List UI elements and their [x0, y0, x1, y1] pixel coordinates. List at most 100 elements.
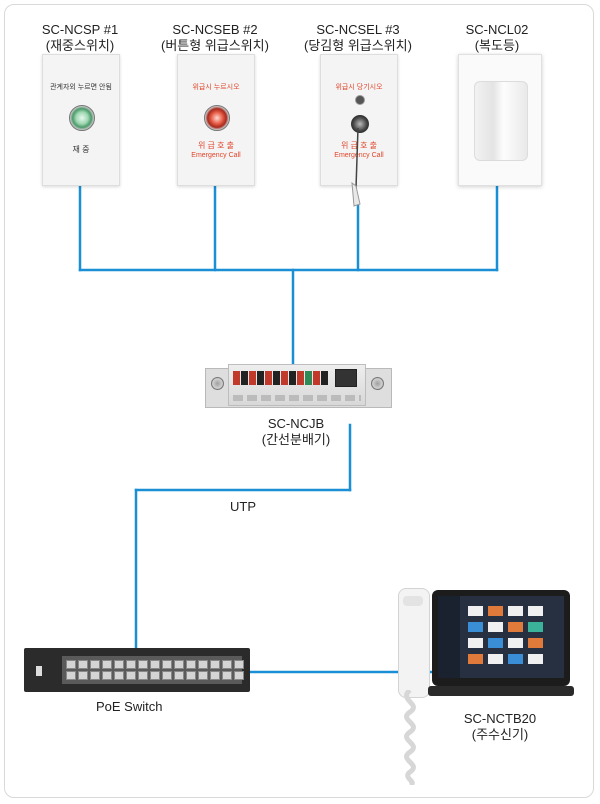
ncsp-plate-label: 재 중: [72, 145, 90, 154]
ethernet-port: [234, 660, 244, 669]
ncjb-terminal-black: [257, 371, 264, 385]
ncsel-model: SC-NCSEL #3: [316, 22, 400, 37]
nctb20-screen: [438, 596, 564, 678]
ncjb-name: (간선분배기): [261, 432, 331, 447]
ncsp-caption: SC-NCSP #1 (재중스위치): [30, 22, 130, 54]
diagram-frame: [4, 4, 594, 798]
ncseb-plate: 위급시 누르시오 위 급 호 출 Emergency Call: [177, 54, 255, 186]
ethernet-port: [186, 671, 196, 680]
ethernet-port: [78, 660, 88, 669]
ethernet-port: [186, 660, 196, 669]
nctb20-tile: [468, 622, 483, 632]
poe-switch: [24, 648, 250, 692]
nctb20-tile: [508, 606, 523, 616]
ncjb-screw-right: [371, 377, 384, 390]
nctb20-tile: [528, 638, 543, 648]
nctb20-tile: [528, 606, 543, 616]
nctb20-tile: [488, 638, 503, 648]
ethernet-port: [114, 671, 124, 680]
ncjb-terminal-red: [233, 371, 240, 385]
ncsel-pull-knob: [351, 115, 369, 133]
ethernet-port: [222, 671, 232, 680]
ncsp-plate-warning: 관계자외 누르면 안됨: [50, 84, 112, 91]
ethernet-port: [78, 671, 88, 680]
ncjb-terminal-red: [313, 371, 320, 385]
ncseb-plate-call: 위 급 호 출: [197, 141, 235, 150]
nctb20-tile: [528, 654, 543, 664]
ncsel-caption: SC-NCSEL #3 (당김형 위급스위치): [293, 22, 423, 54]
ethernet-port: [138, 660, 148, 669]
nctb20-name: (주수신기): [471, 727, 529, 742]
nctb20-handset: [398, 588, 430, 698]
ethernet-port: [150, 671, 160, 680]
ncjb-terminal-red: [297, 371, 304, 385]
ncsp-plate: 관계자외 누르면 안됨 재 중: [42, 54, 120, 186]
ncjb-rj45-port: [335, 369, 357, 387]
ethernet-port: [90, 671, 100, 680]
ncjb-terminal-green: [305, 371, 312, 385]
nctb20-handset-earpiece: [403, 596, 423, 606]
ncjb-label-strip: [233, 395, 361, 401]
ethernet-port: [210, 671, 220, 680]
ncseb-plate-warning: 위급시 누르시오: [192, 84, 240, 91]
ncjb-caption: SC-NCJB (간선분배기): [246, 416, 346, 448]
ethernet-port: [114, 660, 124, 669]
ncjb-terminal-red: [281, 371, 288, 385]
ncl02-name: (복도등): [474, 38, 520, 53]
ncsel-plate: 위급시 당기시오 위 급 호 출 Emergency Call: [320, 54, 398, 186]
ethernet-port: [102, 671, 112, 680]
ncsel-name: (당김형 위급스위치): [304, 38, 412, 53]
ethernet-port: [198, 660, 208, 669]
ncjb-terminal-black: [241, 371, 248, 385]
nctb20-tile: [468, 654, 483, 664]
ncjb-terminal-black: [321, 371, 328, 385]
nctb20-tile: [488, 654, 503, 664]
poe-switch-ports-b: [162, 660, 244, 680]
ethernet-port: [66, 671, 76, 680]
ncjb-terminal-red: [249, 371, 256, 385]
nctb20-coiled-cord: [404, 690, 416, 785]
ethernet-port: [210, 660, 220, 669]
nctb20-caption: SC-NCTB20 (주수신기): [445, 711, 555, 743]
ethernet-port: [174, 671, 184, 680]
ethernet-port: [90, 660, 100, 669]
ncl02-corridor-light: [458, 54, 542, 186]
nctb20-base: [428, 686, 574, 696]
nctb20-tablet: [432, 590, 570, 686]
poe-switch-status-leds: [36, 666, 42, 676]
ncsp-name: (재중스위치): [45, 38, 115, 53]
ncsel-pull-cord: [351, 128, 361, 207]
ethernet-port: [162, 660, 172, 669]
ncsp-model: SC-NCSP #1: [41, 22, 119, 37]
nctb20-tile: [528, 622, 543, 632]
ethernet-port: [126, 660, 136, 669]
nctb20-tile: [508, 638, 523, 648]
ncjb-terminal-black: [289, 371, 296, 385]
ncjb-terminal-red: [265, 371, 272, 385]
ethernet-port: [222, 660, 232, 669]
nctb20-tile: [488, 622, 503, 632]
ethernet-port: [234, 671, 244, 680]
ncjb-box: [228, 364, 366, 406]
nctb20-tile: [468, 638, 483, 648]
ncseb-model: SC-NCSEB #2: [172, 22, 258, 37]
nctb20-tile: [488, 606, 503, 616]
ncsel-indicator-led: [355, 95, 365, 105]
ncl02-caption: SC-NCL02 (복도등): [447, 22, 547, 54]
ethernet-port: [162, 671, 172, 680]
ncseb-push-button: [204, 105, 230, 131]
ncl02-lens: [474, 81, 528, 161]
poe-switch-caption: PoE Switch: [96, 699, 163, 714]
utp-cable-label: UTP: [230, 499, 256, 514]
nctb20-tile: [508, 622, 523, 632]
ncsp-push-button: [69, 105, 95, 131]
ncjb-screw-left: [211, 377, 224, 390]
ethernet-port: [174, 660, 184, 669]
ncsel-plate-call: 위 급 호 출: [340, 141, 378, 150]
ethernet-port: [198, 671, 208, 680]
ncl02-model: SC-NCL02: [465, 22, 529, 37]
nctb20-tile: [508, 654, 523, 664]
ncjb-terminal-black: [273, 371, 280, 385]
ncseb-plate-en: Emergency Call: [191, 152, 241, 159]
ethernet-port: [126, 671, 136, 680]
